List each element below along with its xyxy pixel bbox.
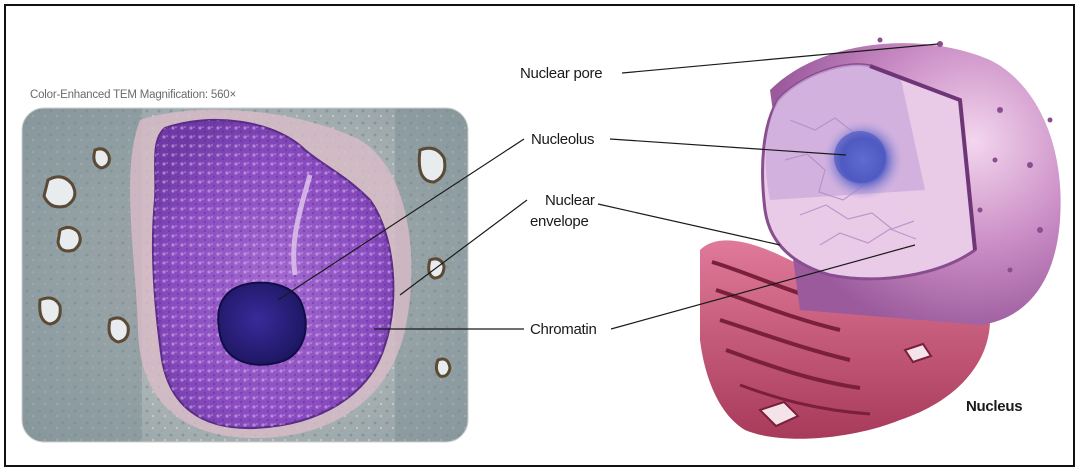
label-chromatin: Chromatin <box>530 320 597 339</box>
figure-title: Nucleus <box>966 398 1022 415</box>
micrograph-caption: Color-Enhanced TEM Magnification: 560× <box>30 89 236 101</box>
label-nuclear-pore: Nuclear pore <box>520 64 602 83</box>
micrograph-nucleolus <box>218 283 306 365</box>
label-nuclear-envelope-line2: envelope <box>530 212 589 231</box>
label-nucleolus: Nucleolus <box>531 130 594 149</box>
tem-micrograph <box>22 108 468 442</box>
nucleus-illustration <box>700 38 1061 439</box>
label-nuclear-envelope-line1: Nuclear <box>545 191 595 210</box>
